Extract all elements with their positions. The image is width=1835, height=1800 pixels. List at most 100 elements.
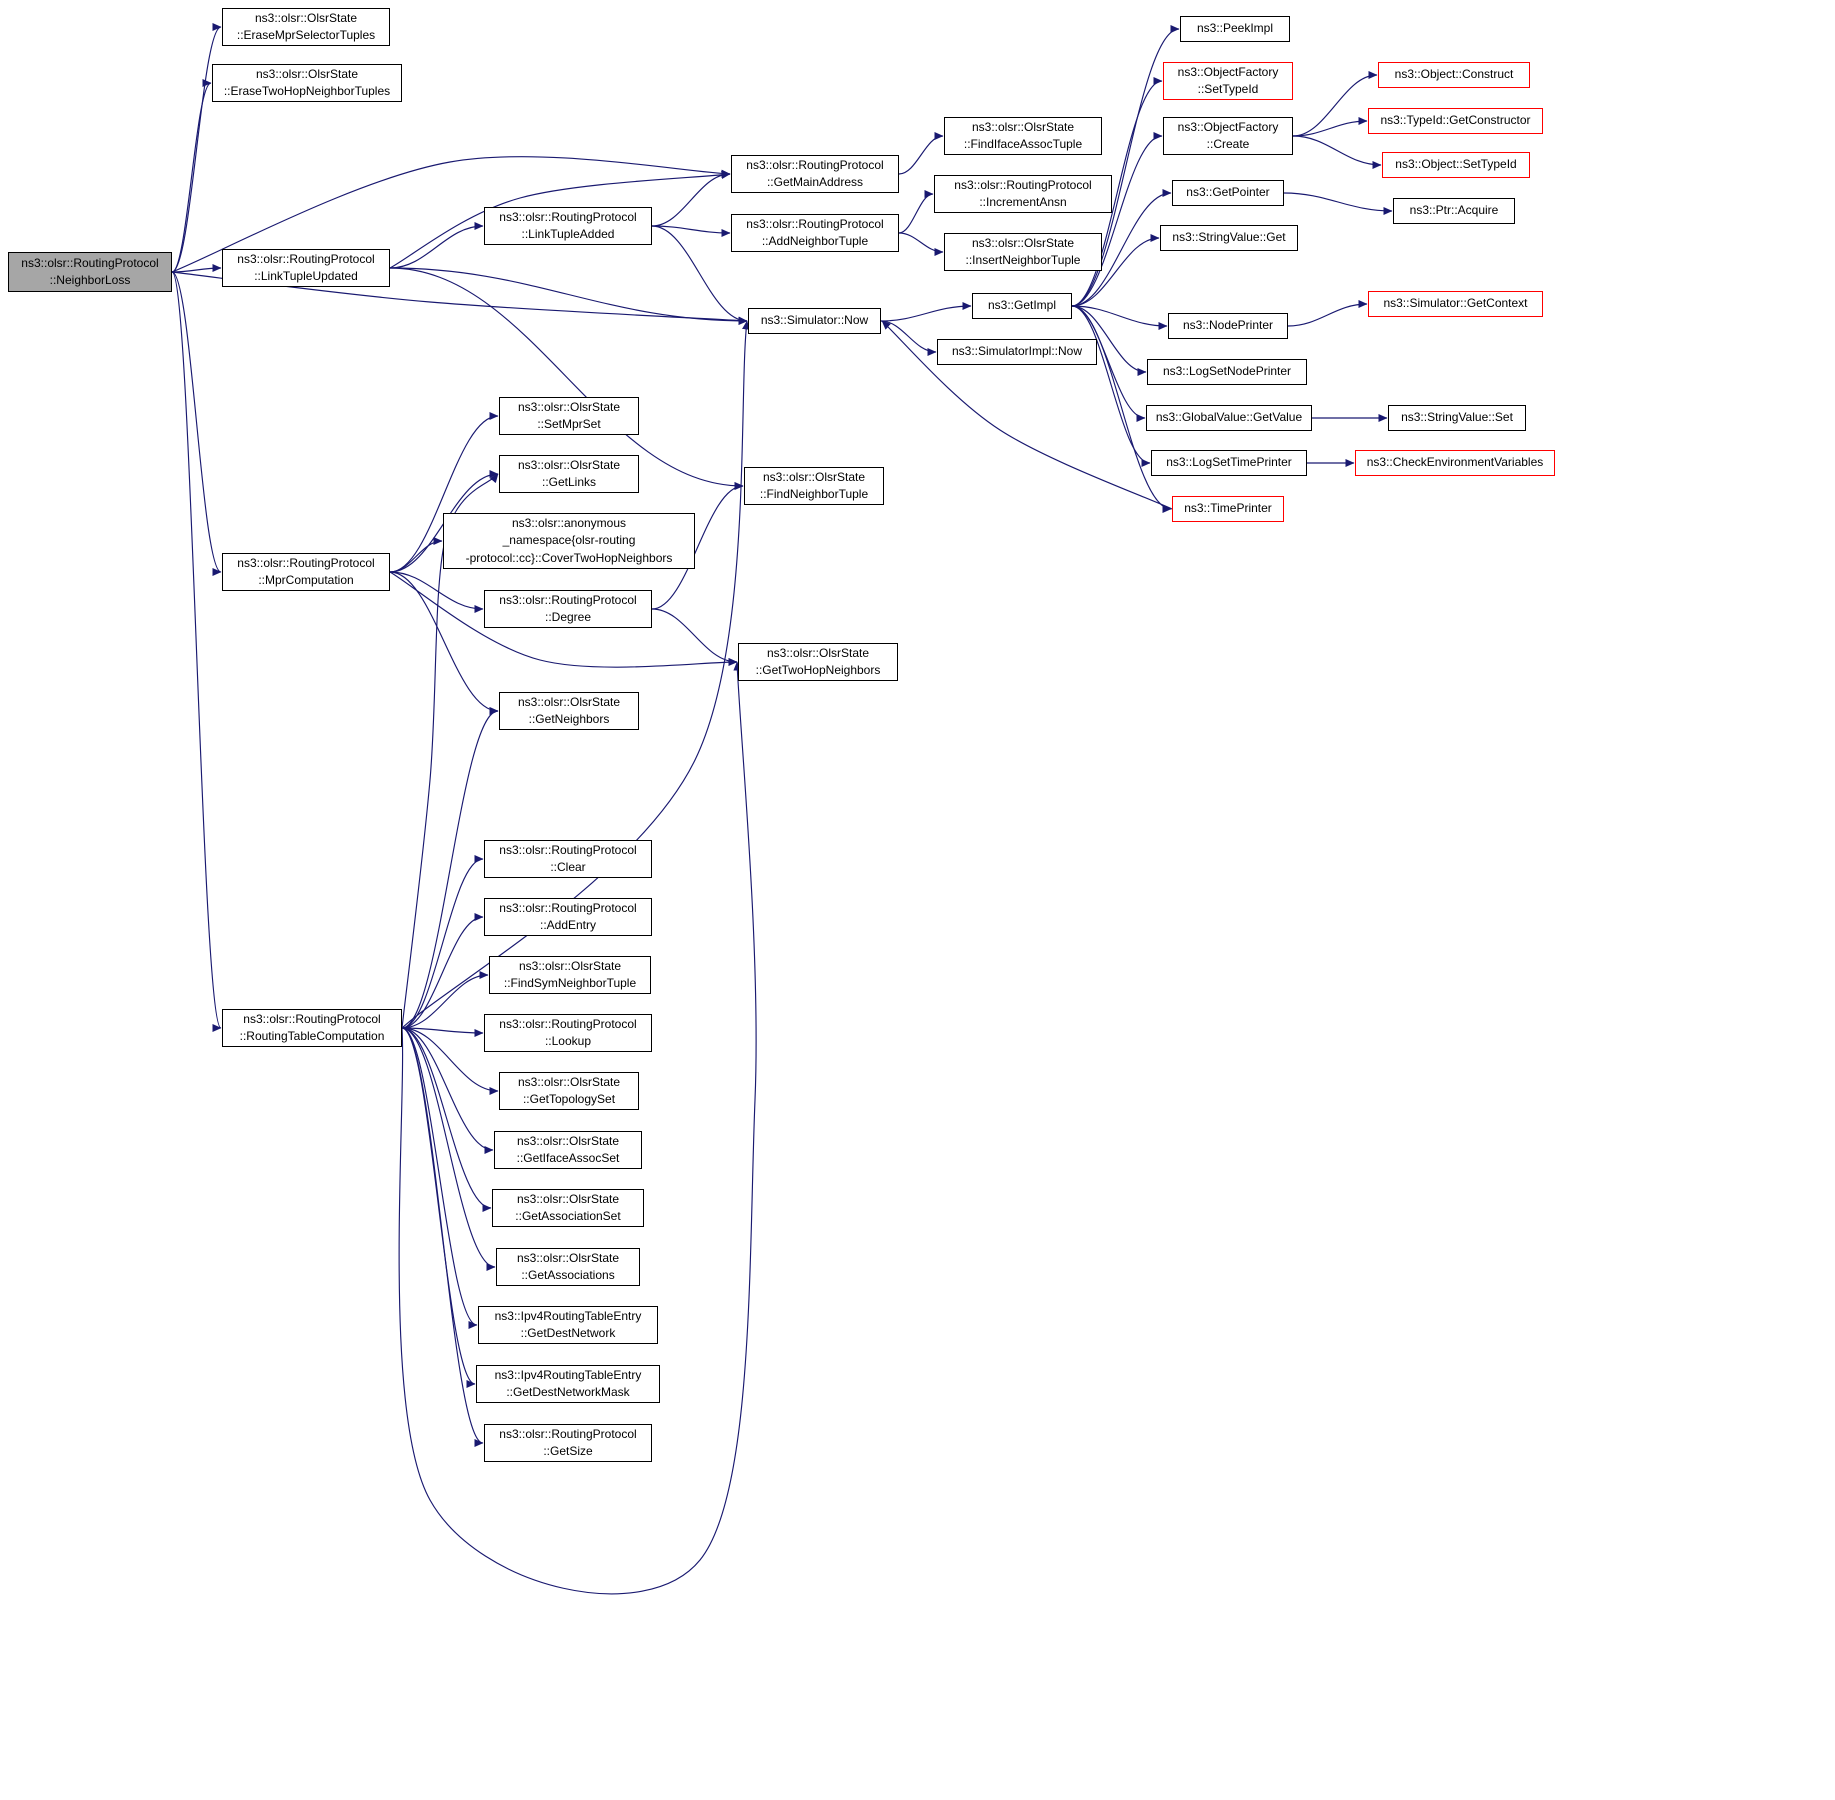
node-label: ns3::olsr::RoutingProtocol	[499, 842, 637, 857]
node-get-dest-network[interactable]: ns3::Ipv4RoutingTableEntry::GetDestNetwo…	[478, 1306, 658, 1344]
node-label: ::FindSymNeighborTuple	[503, 976, 637, 990]
node-label: ns3::Ipv4RoutingTableEntry	[494, 1367, 642, 1382]
node-get-iface-assoc-set[interactable]: ns3::olsr::OlsrState::GetIfaceAssocSet	[494, 1131, 642, 1169]
node-insert-neighbor-tuple[interactable]: ns3::olsr::OlsrState::InsertNeighborTupl…	[944, 233, 1102, 271]
node-label: ::Lookup	[544, 1034, 592, 1048]
node-label: ns3::olsr::RoutingProtocol	[499, 1426, 637, 1441]
node-degree[interactable]: ns3::olsr::RoutingProtocol::Degree	[484, 590, 652, 628]
node-get-association-set[interactable]: ns3::olsr::OlsrState::GetAssociationSet	[492, 1189, 644, 1227]
edge-degree--find-neighbor-tuple	[651, 482, 744, 610]
node-erase-two-hop-neighbor-tuples[interactable]: ns3::olsr::OlsrState::EraseTwoHopNeighbo…	[212, 64, 402, 102]
node-get-dest-network-mask[interactable]: ns3::Ipv4RoutingTableEntry::GetDestNetwo…	[476, 1365, 660, 1403]
node-string-value-get[interactable]: ns3::StringValue::Get	[1160, 225, 1298, 251]
node-log-set-time-printer[interactable]: ns3::LogSetTimePrinter	[1151, 450, 1307, 476]
node-get-topology-set[interactable]: ns3::olsr::OlsrState::GetTopologySet	[499, 1072, 639, 1110]
node-clear[interactable]: ns3::olsr::RoutingProtocol::Clear	[484, 840, 652, 878]
edge-neighbor-loss--erase-two-hop-neighbor-tuples	[171, 79, 212, 273]
node-routing-table-computation[interactable]: ns3::olsr::RoutingProtocol::RoutingTable…	[222, 1009, 402, 1047]
node-link-tuple-added[interactable]: ns3::olsr::RoutingProtocol::LinkTupleAdd…	[484, 207, 652, 245]
node-erase-mpr-selector-tuples[interactable]: ns3::olsr::OlsrState::EraseMprSelectorTu…	[222, 8, 390, 46]
node-add-entry[interactable]: ns3::olsr::RoutingProtocol::AddEntry	[484, 898, 652, 936]
edge-get-impl--peek-impl	[1071, 25, 1180, 307]
node-object-factory-set-type-id[interactable]: ns3::ObjectFactory::SetTypeId	[1163, 62, 1293, 100]
node-label: ::InsertNeighborTuple	[965, 253, 1081, 267]
node-label: ::AddNeighborTuple	[761, 234, 869, 248]
node-link-tuple-updated[interactable]: ns3::olsr::RoutingProtocol::LinkTupleUpd…	[222, 249, 390, 287]
node-find-iface-assoc-tuple[interactable]: ns3::olsr::OlsrState::FindIfaceAssocTupl…	[944, 117, 1102, 155]
node-lookup[interactable]: ns3::olsr::RoutingProtocol::Lookup	[484, 1014, 652, 1052]
node-peek-impl[interactable]: ns3::PeekImpl	[1180, 16, 1290, 42]
node-ptr-acquire[interactable]: ns3::Ptr::Acquire	[1393, 198, 1515, 224]
edge-node-printer--simulator-get-context	[1287, 300, 1368, 327]
node-label: ns3::olsr::RoutingProtocol	[746, 157, 884, 172]
edge-time-printer--simulator-now	[881, 320, 1173, 510]
node-check-environment-variables[interactable]: ns3::CheckEnvironmentVariables	[1355, 450, 1555, 476]
node-object-set-type-id[interactable]: ns3::Object::SetTypeId	[1382, 152, 1530, 178]
node-simulator-now[interactable]: ns3::Simulator::Now	[748, 308, 881, 334]
node-global-value-get-value[interactable]: ns3::GlobalValue::GetValue	[1146, 405, 1312, 431]
edge-link-tuple-updated--get-main-address	[389, 170, 731, 269]
node-label: ns3::olsr::RoutingProtocol	[954, 177, 1092, 192]
node-get-impl[interactable]: ns3::GetImpl	[972, 293, 1072, 319]
node-label: ::GetAssociationSet	[515, 1209, 621, 1223]
node-label: ns3::olsr::OlsrState	[762, 469, 866, 484]
node-label: ns3::olsr::OlsrState	[971, 235, 1075, 250]
node-cover-two-hop-neighbors[interactable]: ns3::olsr::anonymous_namespace{olsr-rout…	[443, 513, 695, 569]
node-time-printer[interactable]: ns3::TimePrinter	[1172, 496, 1284, 522]
node-type-id-get-constructor[interactable]: ns3::TypeId::GetConstructor	[1368, 108, 1543, 134]
node-label: ns3::olsr::RoutingProtocol	[237, 251, 375, 266]
edge-mpr-computation--get-neighbors	[389, 571, 499, 715]
node-label: ns3::olsr::OlsrState	[517, 694, 621, 709]
node-label: ns3::olsr::RoutingProtocol	[21, 255, 159, 270]
edge-neighbor-loss--erase-mpr-selector-tuples	[171, 23, 222, 273]
edge-object-factory-create--type-id-get-constructor	[1292, 117, 1368, 137]
node-label: ns3::GetImpl	[987, 298, 1057, 313]
node-get-main-address[interactable]: ns3::olsr::RoutingProtocol::GetMainAddre…	[731, 155, 899, 193]
node-label: ::GetTwoHopNeighbors	[755, 663, 881, 677]
node-get-two-hop-neighbors[interactable]: ns3::olsr::OlsrState::GetTwoHopNeighbors	[738, 643, 898, 681]
node-simulator-impl-now[interactable]: ns3::SimulatorImpl::Now	[937, 339, 1097, 365]
node-get-size[interactable]: ns3::olsr::RoutingProtocol::GetSize	[484, 1424, 652, 1462]
node-neighbor-loss[interactable]: ns3::olsr::RoutingProtocol::NeighborLoss	[8, 252, 172, 292]
node-mpr-computation[interactable]: ns3::olsr::RoutingProtocol::MprComputati…	[222, 553, 390, 591]
node-log-set-node-printer[interactable]: ns3::LogSetNodePrinter	[1147, 359, 1307, 385]
edge-routing-table-computation--get-iface-assoc-set	[401, 1027, 494, 1154]
node-label: ns3::StringValue::Get	[1172, 230, 1286, 245]
node-increment-ansn[interactable]: ns3::olsr::RoutingProtocol::IncrementAns…	[934, 175, 1112, 213]
node-label: ns3::olsr::RoutingProtocol	[746, 216, 884, 231]
edge-mpr-computation--degree	[389, 571, 484, 613]
node-label: ns3::olsr::OlsrState	[516, 1250, 620, 1265]
edge-routing-table-computation--clear	[401, 855, 484, 1029]
node-label: ::IncrementAnsn	[979, 195, 1067, 209]
node-set-mpr-set[interactable]: ns3::olsr::OlsrState::SetMprSet	[499, 397, 639, 435]
edge-simulator-now--get-impl	[880, 302, 972, 322]
node-label: ns3::olsr::OlsrState	[766, 645, 870, 660]
node-get-pointer[interactable]: ns3::GetPointer	[1172, 180, 1284, 206]
edge-get-impl--get-pointer	[1071, 189, 1172, 307]
node-node-printer[interactable]: ns3::NodePrinter	[1168, 313, 1288, 339]
edge-object-factory-create--object-set-type-id	[1292, 135, 1382, 169]
node-get-links[interactable]: ns3::olsr::OlsrState::GetLinks	[499, 455, 639, 493]
node-simulator-get-context[interactable]: ns3::Simulator::GetContext	[1368, 291, 1543, 317]
node-label: ns3::Object::SetTypeId	[1395, 157, 1517, 172]
node-find-neighbor-tuple[interactable]: ns3::olsr::OlsrState::FindNeighborTuple	[744, 467, 884, 505]
node-label: ns3::olsr::OlsrState	[255, 66, 359, 81]
edge-get-impl--node-printer	[1071, 305, 1168, 330]
node-string-value-set[interactable]: ns3::StringValue::Set	[1388, 405, 1526, 431]
node-add-neighbor-tuple[interactable]: ns3::olsr::RoutingProtocol::AddNeighborT…	[731, 214, 899, 252]
node-object-construct[interactable]: ns3::Object::Construct	[1378, 62, 1530, 88]
edge-neighbor-loss--routing-table-computation	[171, 271, 222, 1032]
node-label: ns3::olsr::OlsrState	[517, 399, 621, 414]
node-label: ::GetLinks	[541, 475, 597, 489]
node-label: ::NeighborLoss	[49, 273, 131, 287]
edge-routing-table-computation--get-association-set	[401, 1027, 492, 1212]
node-get-associations[interactable]: ns3::olsr::OlsrState::GetAssociations	[496, 1248, 640, 1286]
node-label: ns3::olsr::RoutingProtocol	[499, 900, 637, 915]
edge-link-tuple-updated--find-neighbor-tuple	[389, 267, 744, 490]
node-object-factory-create[interactable]: ns3::ObjectFactory::Create	[1163, 117, 1293, 155]
node-label: _namespace{olsr-routing	[502, 533, 636, 548]
edge-routing-table-computation--get-associations	[401, 1027, 496, 1271]
edge-routing-table-computation--simulator-now	[401, 320, 750, 1029]
node-get-neighbors[interactable]: ns3::olsr::OlsrState::GetNeighbors	[499, 692, 639, 730]
node-find-sym-neighbor-tuple[interactable]: ns3::olsr::OlsrState::FindSymNeighborTup…	[489, 956, 651, 994]
